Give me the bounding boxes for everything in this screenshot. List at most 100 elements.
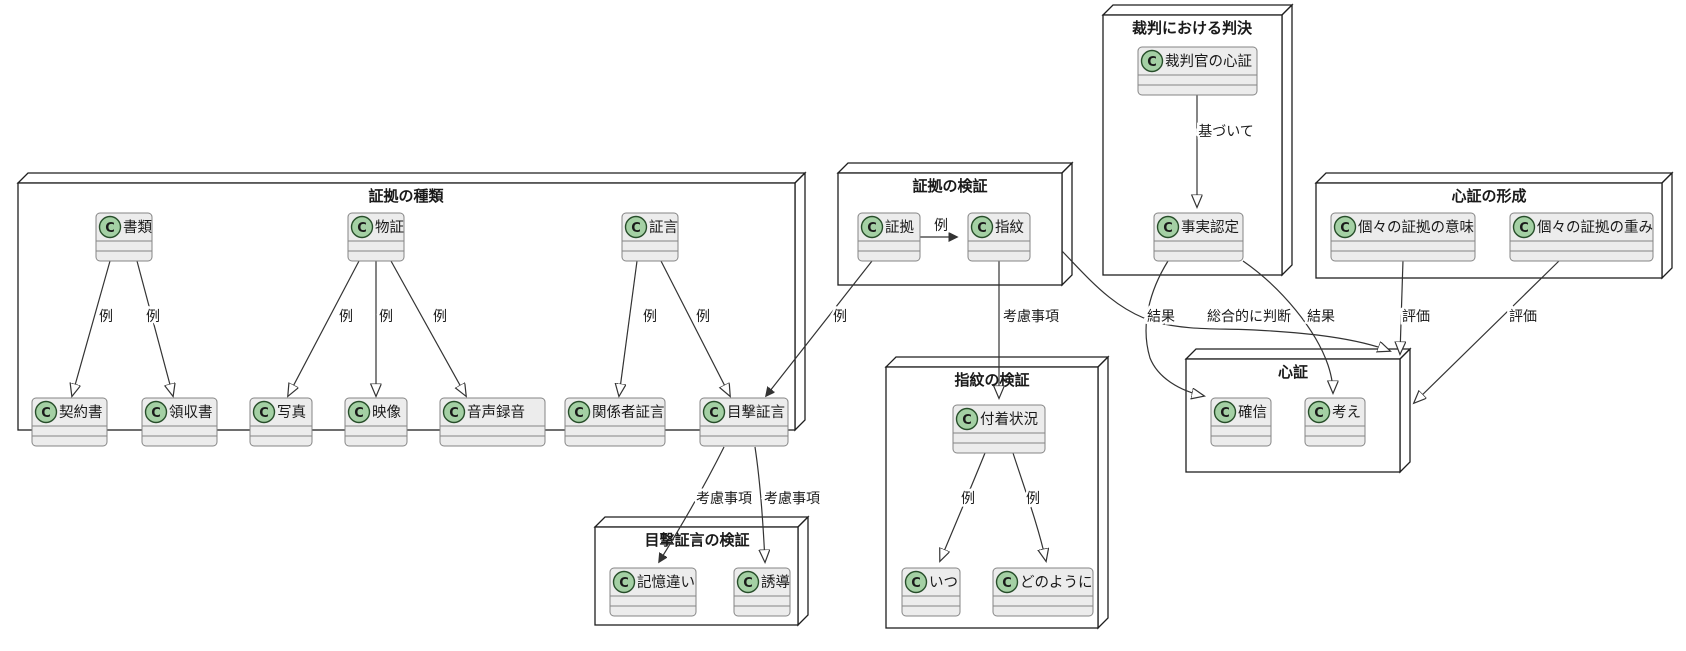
class-contract: C 契約書 [31, 397, 108, 447]
class-name: 音声録音 [467, 403, 525, 421]
class-name: 誘導 [761, 574, 790, 591]
edge-label: 考慮事項 [764, 491, 820, 507]
class-adhesion-status: C 付着状況 [952, 404, 1046, 454]
edge-documents-contract [72, 260, 111, 396]
class-icon-letter: C [1340, 221, 1350, 236]
class-icon [702, 400, 726, 424]
class-icon [1156, 215, 1180, 239]
class-name: 映像 [372, 404, 401, 421]
edge-label: 例 [961, 491, 975, 507]
class-icon-letter: C [1314, 406, 1324, 421]
class-icon [1512, 215, 1536, 239]
class-conviction: C 確信 [1210, 397, 1272, 447]
class-memory-error: C 記憶違い [609, 567, 697, 617]
class-icon [612, 570, 636, 594]
edge-physical-photo [288, 260, 360, 396]
class-name: 目撃証言 [727, 404, 785, 421]
class-name: 物証 [375, 219, 404, 236]
class-icon [970, 215, 994, 239]
class-testimony: C 証言 [621, 212, 679, 262]
package-title: 心証の形成 [1451, 187, 1526, 205]
edge-label: 例 [934, 218, 948, 234]
class-when: C いつ [901, 567, 961, 617]
edge-documents-receipt [136, 260, 173, 396]
class-name: 書類 [123, 219, 152, 236]
class-icon-letter: C [1519, 221, 1529, 236]
class-icon-letter: C [709, 406, 719, 421]
class-name: 個々の証拠の重み [1537, 219, 1653, 236]
package-title: 目撃証言の検証 [644, 531, 749, 549]
edge-fact-finding-thought [1242, 260, 1333, 393]
edge-label: 例 [146, 309, 160, 325]
class-icon-letter: C [1163, 221, 1173, 236]
class-name: 事実認定 [1181, 219, 1239, 236]
class-name: 記憶違い [637, 574, 695, 591]
edge-label: 考慮事項 [696, 491, 752, 507]
edge-label: 考慮事項 [1003, 309, 1059, 325]
class-icon-letter: C [41, 406, 51, 421]
edge-label: 結果 [1307, 309, 1335, 325]
class-name: 指紋 [995, 219, 1024, 236]
edge-label: 基づいて [1198, 123, 1254, 140]
edge-label: 例 [643, 309, 657, 325]
class-icon-letter: C [105, 221, 115, 236]
class-documents: C 書類 [95, 212, 153, 262]
package-title: 証拠の検証 [912, 177, 987, 195]
edge-label: 例 [833, 309, 847, 325]
class-name: 契約書 [59, 404, 103, 421]
class-icon-letter: C [631, 221, 641, 236]
package-title: 証拠の種類 [368, 187, 444, 205]
class-icon [1213, 400, 1237, 424]
class-icon-letter: C [867, 221, 877, 236]
package-title: 指紋の検証 [954, 371, 1029, 389]
edge-evidence-eyewitness [766, 260, 873, 396]
class-icon [904, 570, 928, 594]
class-icon [567, 400, 591, 424]
class-icon [144, 400, 168, 424]
class-icon [252, 400, 276, 424]
edge-testimony-eyewitness [660, 260, 730, 396]
edge-label: 評価 [1509, 309, 1537, 325]
class-icon-letter: C [962, 413, 972, 428]
package-evidence-types: 証拠の種類 [16, 171, 807, 432]
edge-label: 結果 [1147, 309, 1175, 325]
class-meaning-of-evidence: C 個々の証拠の意味 [1330, 212, 1476, 262]
class-name: 写真 [277, 403, 306, 421]
class-icon [860, 215, 884, 239]
edge-testimony-related [619, 260, 638, 396]
class-icon [995, 570, 1019, 594]
class-fingerprint: C 指紋 [967, 212, 1031, 262]
edge-label: 評価 [1402, 309, 1430, 325]
edge-label: 総合的に判断 [1207, 309, 1291, 325]
class-icon [34, 400, 58, 424]
class-icon [955, 407, 979, 431]
edge-label: 例 [99, 309, 113, 325]
class-icon [1140, 49, 1164, 73]
package-title: 裁判における判決 [1132, 19, 1253, 37]
class-icon [347, 400, 371, 424]
class-name: 証拠 [885, 219, 914, 236]
class-icon-letter: C [259, 406, 269, 421]
class-audio-recording: C 音声録音 [439, 397, 546, 447]
class-icon [1307, 400, 1331, 424]
edge-fact-finding-conviction [1145, 260, 1204, 396]
edge-adhesion-how [1012, 452, 1046, 561]
edge-meaning-impression [1400, 259, 1403, 354]
edge-weight-impression [1414, 259, 1561, 403]
class-how: C どのように [992, 567, 1094, 617]
class-name: 関係者証言 [592, 404, 665, 421]
class-video: C 映像 [344, 397, 408, 447]
class-name: 領収書 [169, 404, 213, 421]
class-receipt: C 領収書 [141, 397, 218, 447]
edge-label: 例 [379, 309, 393, 325]
class-evidence: C 証拠 [857, 212, 921, 262]
class-thought: C 考え [1304, 397, 1366, 447]
class-icon-letter: C [743, 576, 753, 591]
class-judge-impression: C 裁判官の心証 [1137, 46, 1258, 96]
class-name: 裁判官の心証 [1165, 53, 1252, 70]
edge-verification-impression [1061, 250, 1390, 351]
edges [72, 95, 1561, 562]
class-icon-letter: C [1147, 55, 1157, 70]
class-name: 証言 [649, 219, 678, 236]
